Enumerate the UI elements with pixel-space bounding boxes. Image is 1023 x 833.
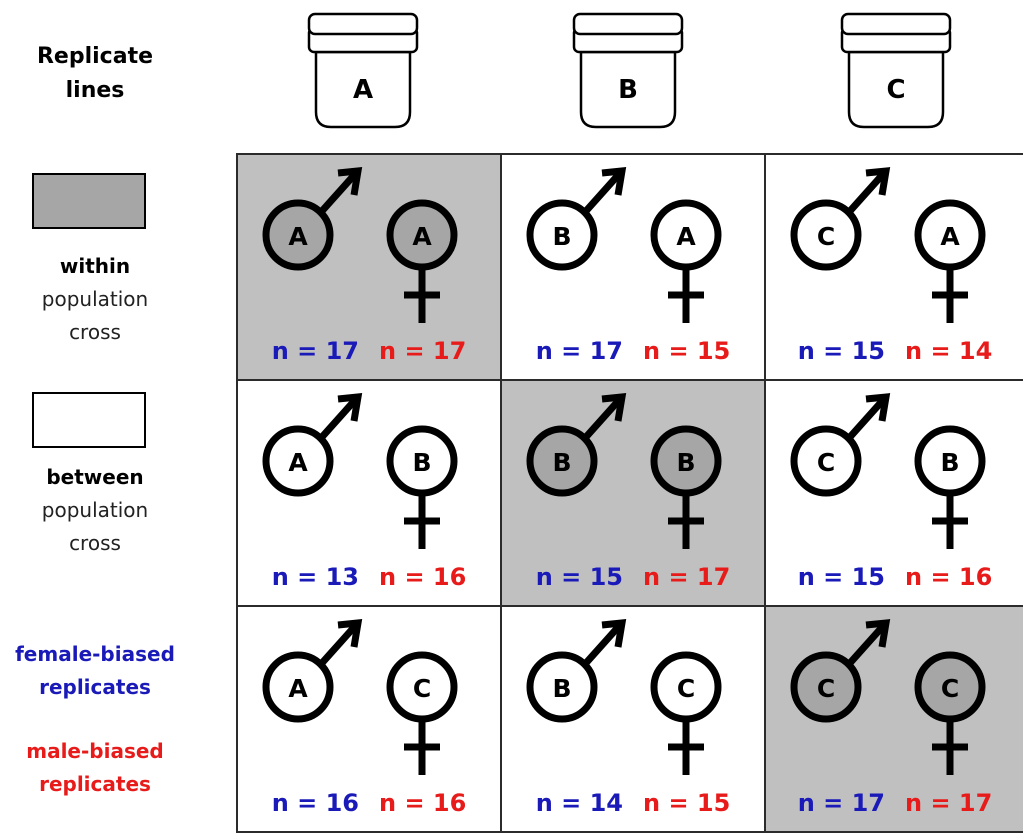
male-biased-count: n = 17 <box>905 789 993 817</box>
female-biased-count: n = 13 <box>271 563 359 591</box>
female-biased-count: n = 17 <box>271 337 359 365</box>
female-biased-legend: female-biased replicates <box>0 638 190 704</box>
male-biased-count: n = 17 <box>643 563 731 591</box>
sample-counts: n = 13 n = 16 <box>238 563 500 591</box>
female-line-label: A <box>412 222 432 251</box>
male-line-label: A <box>288 222 308 251</box>
male-biased-line2: replicates <box>39 772 151 796</box>
male-biased-line1: male-biased <box>26 739 164 763</box>
sample-counts: n = 15 n = 17 <box>502 563 764 591</box>
female-line-label: A <box>940 222 960 251</box>
female-symbol-icon: A <box>650 199 722 323</box>
male-symbol-icon: A <box>262 619 363 723</box>
female-symbol-icon: B <box>914 425 986 549</box>
male-line-label: C <box>817 222 835 251</box>
within-label: within <box>59 254 131 278</box>
male-line-label: C <box>817 448 835 477</box>
female-biased-line1: female-biased <box>15 642 175 666</box>
female-biased-count: n = 17 <box>797 789 885 817</box>
jar-label: B <box>618 75 638 105</box>
male-biased-count: n = 15 <box>643 337 731 365</box>
male-line-label: A <box>288 448 308 477</box>
within-line3: cross <box>69 320 121 344</box>
male-biased-count: n = 16 <box>379 789 467 817</box>
female-symbol-icon: C <box>386 651 458 775</box>
male-biased-count: n = 16 <box>379 563 467 591</box>
male-symbol-icon: B <box>526 619 627 723</box>
jar-a-icon: A <box>307 12 419 129</box>
sample-counts: n = 15 n = 14 <box>766 337 1023 365</box>
female-biased-count: n = 15 <box>797 337 885 365</box>
male-line-label: B <box>552 448 571 477</box>
female-symbol-icon: B <box>386 425 458 549</box>
male-symbol-icon: A <box>262 393 363 497</box>
male-biased-count: n = 16 <box>905 563 993 591</box>
female-biased-count: n = 16 <box>271 789 359 817</box>
female-biased-count: n = 15 <box>797 563 885 591</box>
male-symbol-icon: C <box>790 619 891 723</box>
replicate-lines-line2: lines <box>65 78 125 103</box>
female-biased-count: n = 14 <box>535 789 623 817</box>
sample-counts: n = 17 n = 17 <box>238 337 500 365</box>
female-line-label: A <box>676 222 696 251</box>
between-line3: cross <box>69 531 121 555</box>
male-biased-count: n = 17 <box>379 337 467 365</box>
within-line2: population <box>41 287 149 311</box>
sample-counts: n = 14 n = 15 <box>502 789 764 817</box>
male-symbol-icon: A <box>262 167 363 271</box>
male-biased-count: n = 14 <box>905 337 993 365</box>
within-cross-swatch <box>32 173 146 229</box>
female-symbol-icon: C <box>914 651 986 775</box>
female-symbol-icon: B <box>650 425 722 549</box>
within-cross-legend: within population cross <box>0 250 190 349</box>
male-line-label: B <box>552 674 571 703</box>
male-line-label: C <box>817 674 835 703</box>
male-symbol-icon: B <box>526 393 627 497</box>
male-symbol-icon: B <box>526 167 627 271</box>
male-symbol-icon: C <box>790 167 891 271</box>
female-line-label: C <box>413 674 431 703</box>
between-line2: population <box>41 498 149 522</box>
female-line-label: C <box>677 674 695 703</box>
sample-counts: n = 17 n = 17 <box>766 789 1023 817</box>
female-line-label: B <box>412 448 431 477</box>
sample-counts: n = 16 n = 16 <box>238 789 500 817</box>
male-line-label: A <box>288 674 308 703</box>
female-symbol-icon: C <box>650 651 722 775</box>
male-line-label: B <box>552 222 571 251</box>
female-biased-line2: replicates <box>39 675 151 699</box>
female-line-label: B <box>676 448 695 477</box>
between-cross-swatch <box>32 392 146 448</box>
sample-counts: n = 15 n = 16 <box>766 563 1023 591</box>
jar-label: A <box>353 75 373 105</box>
replicate-lines-heading: Replicate lines <box>0 40 190 108</box>
between-label: between <box>46 465 144 489</box>
sample-counts: n = 17 n = 15 <box>502 337 764 365</box>
male-biased-count: n = 15 <box>643 789 731 817</box>
male-symbol-icon: C <box>790 393 891 497</box>
between-cross-legend: between population cross <box>0 461 190 560</box>
female-symbol-icon: A <box>914 199 986 323</box>
male-biased-legend: male-biased replicates <box>0 735 190 801</box>
replicate-lines-line1: Replicate <box>36 44 153 69</box>
jar-c-icon: C <box>840 12 952 129</box>
female-symbol-icon: A <box>386 199 458 323</box>
female-biased-count: n = 17 <box>535 337 623 365</box>
jar-b-icon: B <box>572 12 684 129</box>
female-line-label: B <box>940 448 959 477</box>
jar-label: C <box>886 75 905 105</box>
female-biased-count: n = 15 <box>535 563 623 591</box>
female-line-label: C <box>941 674 959 703</box>
